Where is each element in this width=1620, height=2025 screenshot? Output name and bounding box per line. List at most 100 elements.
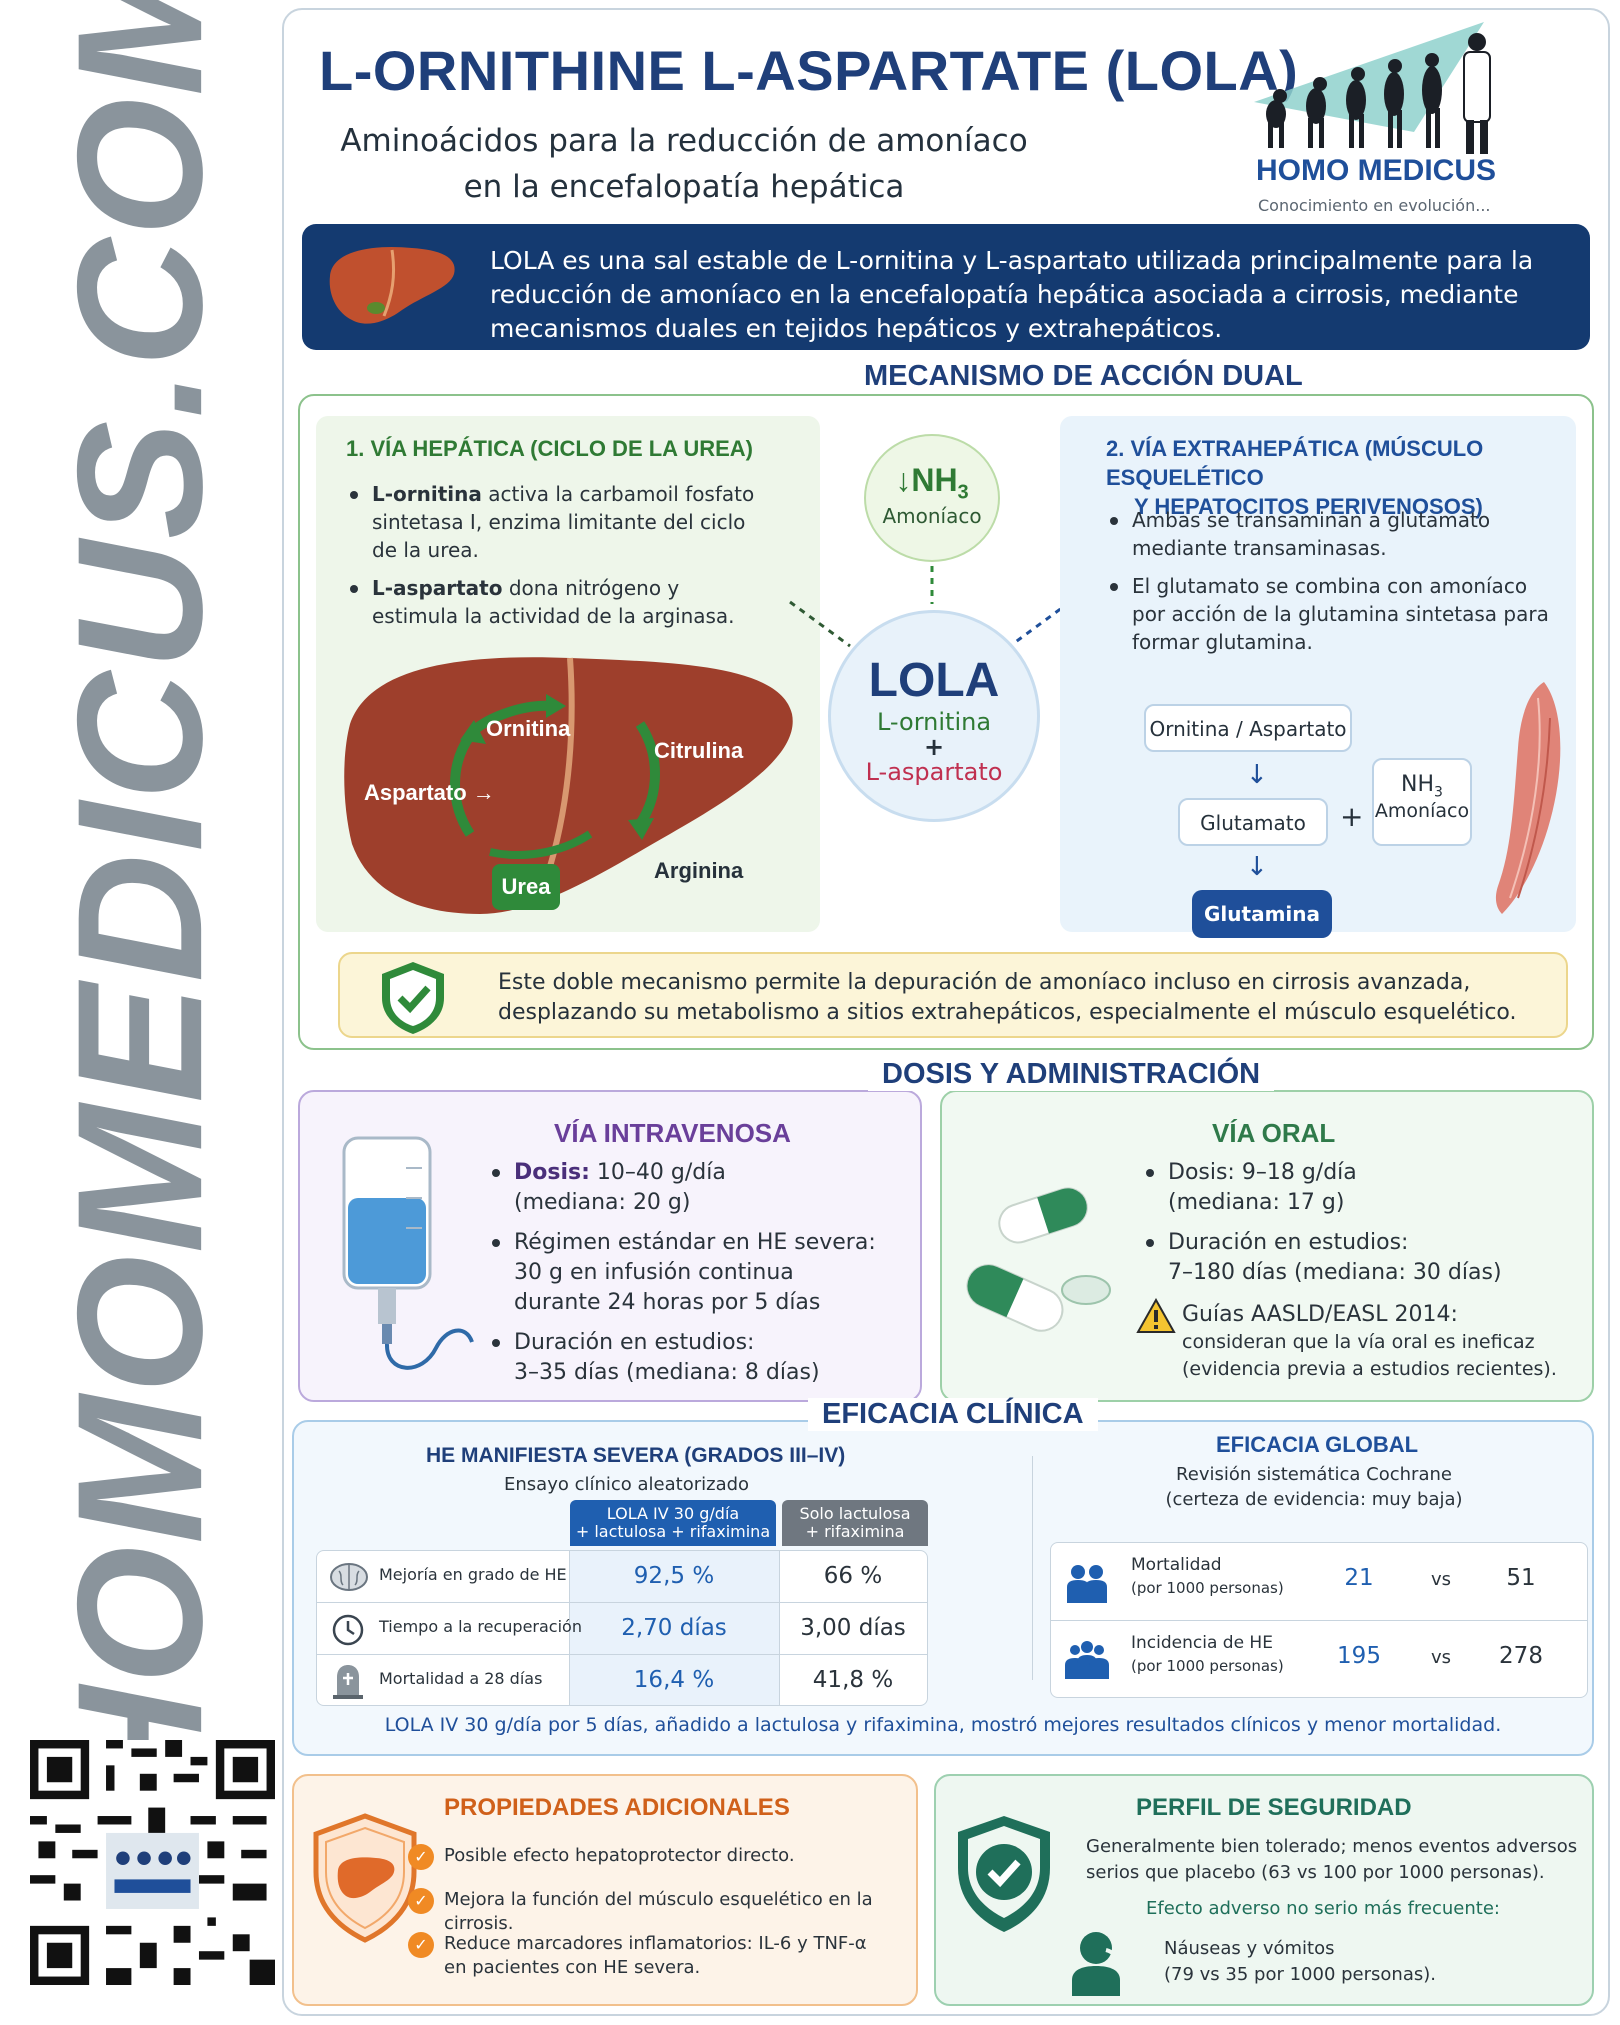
oral-bullet: Dosis: 9–18 g/día(mediana: 17 g) [1142, 1158, 1582, 1218]
cycle-label-ornitina: Ornitina [486, 716, 571, 741]
logo-tagline: Conocimiento en evolución... [1258, 196, 1491, 215]
global-row-label: Mortalidad [1131, 1555, 1222, 1575]
property-item: ✓Mejora la función del músculo esqueléti… [408, 1888, 916, 1936]
mechanism-section: 1. VÍA HEPÁTICA (CICLO DE LA UREA) L-orn… [298, 394, 1594, 1050]
warning-icon [1136, 1298, 1176, 1333]
cycle-label-aspartato: Aspartato → [364, 780, 495, 805]
iv-bullet: Dosis: 10–40 g/día(mediana: 20 g) [488, 1158, 908, 1218]
intro-text: LOLA es una sal estable de L-ornitina y … [490, 246, 1534, 343]
global-vs: vs [1430, 1569, 1452, 1590]
global-value-lola: 21 [1344, 1565, 1374, 1591]
adverse-event-text: Náuseas y vómitos (79 vs 35 por 1000 per… [1164, 1938, 1436, 1985]
properties-heading: PROPIEDADES ADICIONALES [444, 1794, 790, 1821]
oral-bullet: Duración en estudios:7–180 días (mediana… [1142, 1228, 1582, 1288]
shield-check-icon [382, 962, 444, 1034]
efficacy-section: HE MANIFIESTA SEVERA (GRADOS III–IV) Ens… [292, 1420, 1594, 1756]
global-row-sub: (por 1000 personas) [1131, 1579, 1284, 1597]
people-icon [1067, 1565, 1107, 1603]
arrow-down-icon: ↓ [1246, 852, 1268, 882]
trial-heading: HE MANIFIESTA SEVERA (GRADOS III–IV) [426, 1444, 846, 1467]
side-brand-text: HOMOMEDICUS.COM [40, 0, 240, 1815]
arrow-down-icon: ↓ [1246, 760, 1268, 790]
trial-value-lola: 2,70 días [621, 1615, 727, 1641]
extrahepatic-heading: 2. VÍA EXTRAHEPÁTICA (MÚSCULO ESQUELÉTIC… [1106, 436, 1484, 519]
adverse-event-heading: Efecto adverso no serio más frecuente: [1146, 1898, 1500, 1919]
dosing-title: DOSIS Y ADMINISTRACIÓN [868, 1058, 1275, 1091]
group-icon [1065, 1641, 1109, 1679]
global-vs: vs [1430, 1647, 1452, 1668]
global-value-lola: 195 [1337, 1643, 1381, 1669]
liver-icon [329, 246, 455, 324]
trial-row-label: Tiempo a la recuperación [379, 1617, 582, 1636]
trial-value-lola: 16,4 % [633, 1667, 715, 1693]
extrahepatic-bullet: Ambas se transaminan a glutamato mediant… [1106, 506, 1566, 562]
liver-shield-icon [313, 1813, 417, 1943]
global-value-control: 278 [1499, 1643, 1543, 1669]
oral-bullets: Dosis: 9–18 g/día(mediana: 17 g) Duració… [1142, 1158, 1582, 1298]
trial-value-control: 66 % [823, 1563, 883, 1589]
safety-profile-panel: PERFIL DE SEGURIDAD Generalmente bien to… [934, 1774, 1594, 2006]
check-icon: ✓ [408, 1932, 434, 1958]
column-header-control: Solo lactulosa+ rifaximina [782, 1500, 928, 1546]
check-icon: ✓ [408, 1844, 434, 1870]
oral-dose-panel: VÍA ORAL Dosis: 9–18 g/día(mediana: 17 g… [940, 1090, 1594, 1402]
cycle-label-arginina: Arginina [654, 858, 744, 883]
hepatic-bullet: L-aspartato dona nitrógeno y estimula la… [346, 574, 766, 630]
oral-heading: VÍA ORAL [1212, 1118, 1336, 1148]
mechanism-title: MECANISMO DE ACCIÓN DUAL [850, 360, 1317, 393]
qr-code[interactable] [30, 1740, 275, 1985]
additional-properties-panel: PROPIEDADES ADICIONALES ✓Posible efecto … [292, 1774, 918, 2006]
trial-row-label: Mortalidad a 28 días [379, 1669, 543, 1688]
property-item: ✓Reduce marcadores inflamatorios: IL-6 y… [408, 1932, 867, 1980]
cycle-label-citrulina: Citrulina [654, 738, 744, 763]
extrahepatic-pathway-panel: 2. VÍA EXTRAHEPÁTICA (MÚSCULO ESQUELÉTIC… [1060, 416, 1576, 938]
page-subtitle: Aminoácidos para la reducción de amoníac… [340, 123, 1028, 205]
trial-row-label: Mejoría en grado de HE [379, 1565, 567, 1584]
iv-bag-icon [342, 1136, 474, 1370]
hepatic-heading: 1. VÍA HEPÁTICA (CICLO DE LA UREA) [346, 436, 754, 461]
global-row-label: Incidencia de HE [1131, 1633, 1273, 1653]
lola-center-circle: LOLA L-ornitina + L-aspartato [828, 610, 1040, 822]
intro-banner: LOLA es una sal estable de L-ornitina y … [302, 224, 1590, 350]
tombstone-icon [333, 1665, 363, 1699]
trial-value-control: 41,8 % [812, 1667, 894, 1693]
column-header-lola: LOLA IV 30 g/día+ lactulosa + rifaximina [570, 1500, 776, 1546]
flow-ornitina-aspartato: Ornitina / Aspartato [1144, 704, 1352, 752]
homo-medicus-logo-icon [1254, 22, 1491, 154]
infographic-sheet: L-ORNITHINE L-ASPARTATE (LOLA) Aminoácid… [282, 8, 1610, 2016]
nausea-person-icon [1072, 1932, 1120, 1996]
efficacy-footer: LOLA IV 30 g/día por 5 días, añadido a l… [384, 1714, 1502, 1736]
ammonia-bubble: ↓NH3 Amoníaco [864, 434, 1000, 562]
liver-urea-cycle-diagram [344, 657, 793, 914]
property-item: ✓Posible efecto hepatoprotector directo. [408, 1844, 795, 1870]
flow-glutamato: Glutamato [1178, 798, 1328, 846]
lola-column-bg [569, 1551, 779, 1705]
global-heading: EFICACIA GLOBAL [1216, 1432, 1419, 1457]
hepatic-bullet: L-ornitina activa la carbamoil fosfato s… [346, 480, 766, 564]
logo-name: HOMO MEDICUS [1256, 154, 1496, 187]
iv-bullets: Dosis: 10–40 g/día(mediana: 20 g) Régime… [488, 1158, 908, 1398]
efficacy-title: EFICACIA CLÍNICA [808, 1398, 1098, 1431]
trial-value-lola: 92,5 % [633, 1563, 715, 1589]
iv-bullet: Duración en estudios:3–35 días (mediana:… [488, 1328, 908, 1388]
clock-icon [332, 1614, 364, 1646]
trial-value-control: 3,00 días [800, 1615, 906, 1641]
shield-check-icon [958, 1816, 1050, 1932]
safety-summary: Generalmente bien tolerado; menos evento… [1086, 1836, 1578, 1883]
extrahepatic-bullet: El glutamato se combina con amoníaco por… [1106, 572, 1566, 656]
capsules-icon [966, 1187, 1111, 1332]
iv-dose-panel: VÍA INTRAVENOSA Dosis: 10–40 g/día(media… [298, 1090, 922, 1402]
note-text: Este doble mecanismo permite la depuraci… [498, 970, 1517, 1025]
cycle-label-urea: Urea [492, 864, 560, 910]
extrahepatic-bullets: Ambas se transaminan a glutamato mediant… [1106, 506, 1566, 666]
divider [1032, 1456, 1033, 1680]
dual-mechanism-note: Este doble mecanismo permite la depuraci… [338, 952, 1568, 1038]
check-icon: ✓ [408, 1888, 434, 1914]
safety-heading: PERFIL DE SEGURIDAD [1136, 1794, 1412, 1821]
oral-warning: Guías AASLD/EASL 2014: consideran que la… [1182, 1302, 1557, 1380]
flow-ammonia: NH3 Amoníaco [1372, 758, 1472, 846]
global-row-sub: (por 1000 personas) [1131, 1657, 1284, 1675]
global-value-control: 51 [1506, 1565, 1536, 1591]
hepatic-pathway-panel: 1. VÍA HEPÁTICA (CICLO DE LA UREA) L-orn… [316, 416, 820, 932]
